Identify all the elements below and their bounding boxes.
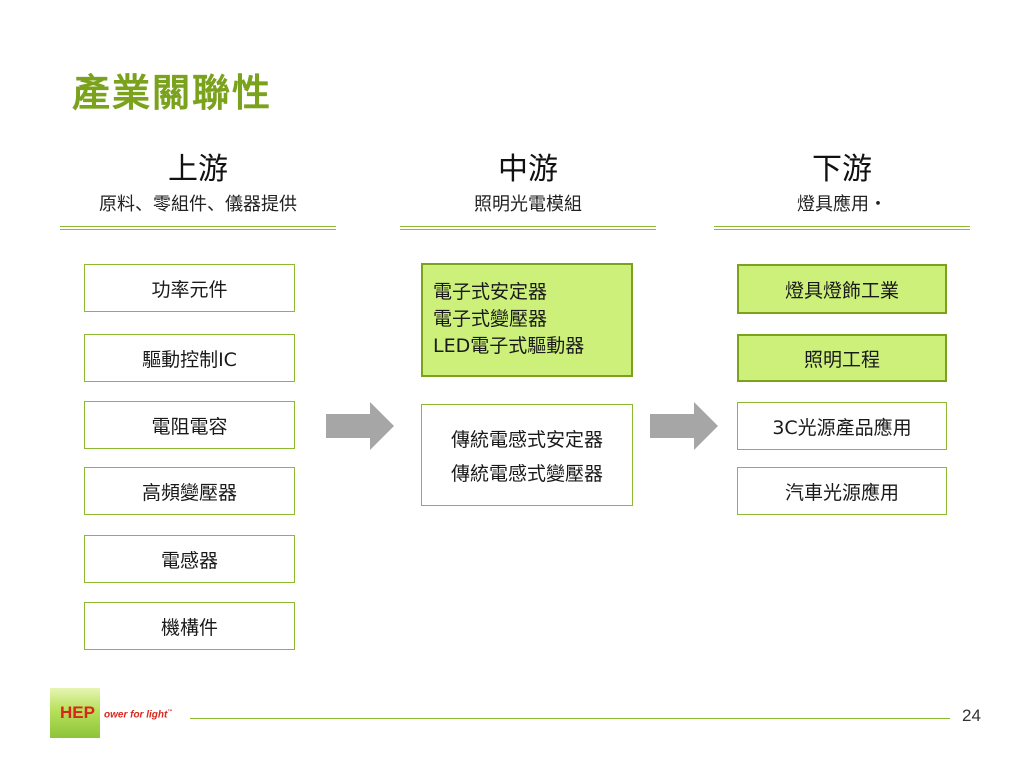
upstream-item-hf-transformer: 高頻變壓器 [84,467,295,515]
midstream-line: 電子式變壓器 [433,308,548,330]
midstream-line: 電子式安定器 [433,281,548,303]
page-number: 24 [962,706,981,725]
footer-divider [190,718,950,719]
logo-tagline: ower for light™ [104,709,173,721]
column-midstream-header: 中游 照明光電模組 [400,152,656,230]
upstream-divider [60,226,336,230]
midstream-electronic-products: 電子式安定器 電子式變壓器 LED電子式驅動器 [421,263,633,377]
upstream-subheading: 原料、零組件、儀器提供 [99,194,297,215]
upstream-item-driver-ic: 驅動控制IC [84,334,295,382]
upstream-item-power-component: 功率元件 [84,264,295,312]
upstream-item-inductor: 電感器 [84,535,295,583]
downstream-heading: 下游 [812,152,872,187]
column-upstream-header: 上游 原料、零組件、儀器提供 [60,152,336,230]
midstream-subheading: 照明光電模組 [474,194,582,215]
midstream-divider [400,226,656,230]
downstream-item-3c-light-source: 3C光源產品應用 [737,402,947,450]
downstream-subheading: 燈具應用・ [797,194,887,215]
logo-text: HEP [60,703,95,722]
midstream-line: LED電子式驅動器 [433,335,585,357]
page-title: 產業關聯性 [72,71,273,115]
arrow-right-icon [650,402,718,450]
midstream-traditional-products: 傳統電感式安定器 傳統電感式變壓器 [421,404,633,506]
upstream-heading: 上游 [168,152,228,187]
downstream-item-automotive-light: 汽車光源應用 [737,467,947,515]
downstream-divider [714,226,970,230]
downstream-item-lighting-industry: 燈具燈飾工業 [737,264,947,314]
column-downstream-header: 下游 燈具應用・ [714,152,970,230]
midstream-heading: 中游 [498,152,558,187]
upstream-item-mechanical-parts: 機構件 [84,602,295,650]
midstream-line: 傳統電感式變壓器 [450,463,603,485]
midstream-line: 傳統電感式安定器 [450,429,603,451]
downstream-item-lighting-engineering: 照明工程 [737,334,947,382]
arrow-right-icon [326,402,394,450]
hep-logo: HEP [50,688,100,738]
upstream-item-resistor-capacitor: 電阻電容 [84,401,295,449]
tagline-text: ower for light [104,709,168,721]
